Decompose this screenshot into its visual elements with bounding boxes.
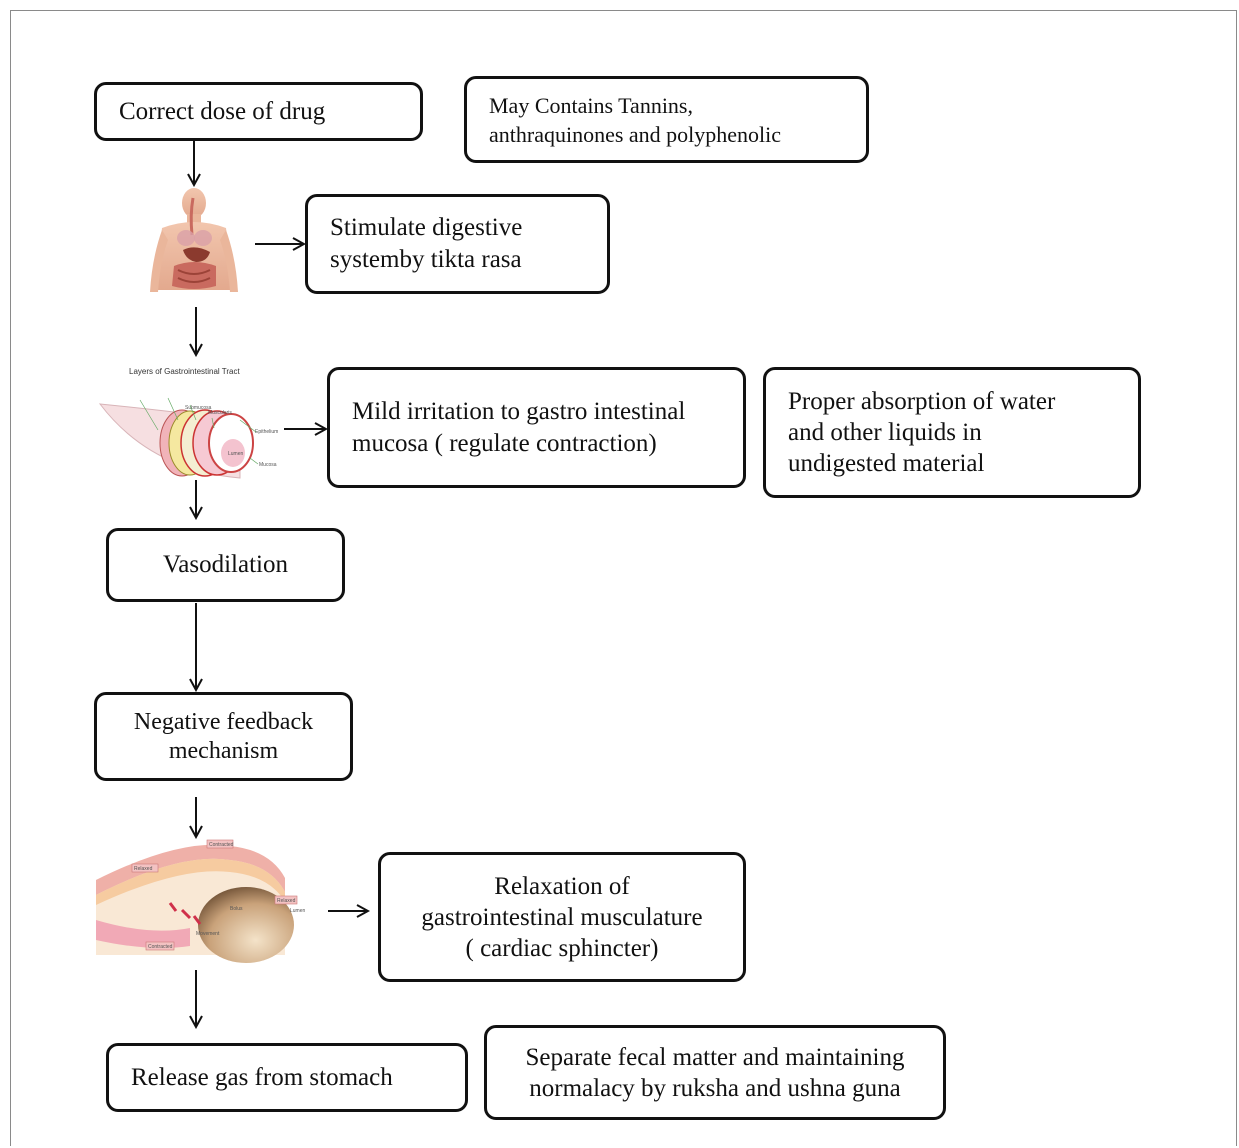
box-text: ( cardiac sphincter) xyxy=(465,934,659,962)
gi-label-muscularis: Muscularis xyxy=(208,410,232,416)
peristalsis-label-relaxed: Relaxed xyxy=(134,866,153,872)
box-relaxation: Relaxation of gastrointestinal musculatu… xyxy=(378,852,746,982)
peristalsis-label-lumen: Lumen xyxy=(290,908,306,914)
gi-label-epithelium: Epithelium xyxy=(255,429,278,435)
gi-label-mucosa: Mucosa xyxy=(259,462,277,468)
peristalsis-label-contracted-bottom: Contracted xyxy=(148,944,173,950)
box-text: gastrointestinal musculature xyxy=(421,903,703,931)
peristalsis-illustration: Relaxed Contracted Relaxed Contracted Bo… xyxy=(96,839,306,963)
box-mild-irritation: Mild irritation to gastro intestinal muc… xyxy=(327,367,746,488)
box-text: Mild irritation to gastro intestinal xyxy=(352,397,686,425)
box-text: Negative feedback xyxy=(133,708,314,735)
peristalsis-label-relaxed-right: Relaxed xyxy=(277,898,296,904)
box-absorption: Proper absorption of water and other liq… xyxy=(763,367,1141,498)
box-correct-dose: Correct dose of drug xyxy=(94,82,423,141)
box-text: May Contains Tannins, xyxy=(489,92,693,118)
box-text: systemby tikta rasa xyxy=(330,246,522,273)
box-text: Separate fecal matter and maintaining xyxy=(525,1043,905,1071)
peristalsis-label-movement: Movement xyxy=(196,931,220,937)
box-stimulate: Stimulate digestive systemby tikta rasa xyxy=(305,194,610,294)
gi-label-lumen: Lumen xyxy=(228,451,244,457)
human-body-illustration xyxy=(150,188,238,292)
box-release-gas: Release gas from stomach xyxy=(106,1043,468,1112)
box-text: Relaxation of xyxy=(494,872,630,900)
box-text: Correct dose of drug xyxy=(119,97,326,125)
gi-layers-illustration: Layers of Gastrointestinal Tract Lumen M… xyxy=(98,367,278,479)
figure-frame xyxy=(10,10,1237,1146)
box-text: Proper absorption of water xyxy=(788,388,1056,415)
box-text: Release gas from stomach xyxy=(131,1063,393,1091)
box-vasodilation: Vasodilation xyxy=(106,528,345,602)
box-text: undigested material xyxy=(788,450,985,477)
peristalsis-label-contracted: Contracted xyxy=(209,842,234,848)
box-text: mechanism xyxy=(168,737,279,764)
box-text: normalacy by ruksha and ushna guna xyxy=(529,1074,901,1102)
box-text: Vasodilation xyxy=(163,551,288,578)
peristalsis-label-bolus: Bolus xyxy=(230,906,243,912)
box-separate: Separate fecal matter and maintaining no… xyxy=(484,1025,946,1120)
gi-layers-title: Layers of Gastrointestinal Tract xyxy=(129,367,240,376)
box-text: mucosa ( regulate contraction) xyxy=(352,429,657,457)
box-negative-feedback: Negative feedback mechanism xyxy=(94,692,353,781)
box-tannins: May Contains Tannins, anthraquinones and… xyxy=(464,76,869,163)
gi-label-submucosa: Submucosa xyxy=(185,405,212,411)
box-text: Stimulate digestive xyxy=(330,214,523,241)
box-text: and other liquids in xyxy=(788,419,982,446)
box-text: anthraquinones and polyphenolic xyxy=(489,121,782,147)
